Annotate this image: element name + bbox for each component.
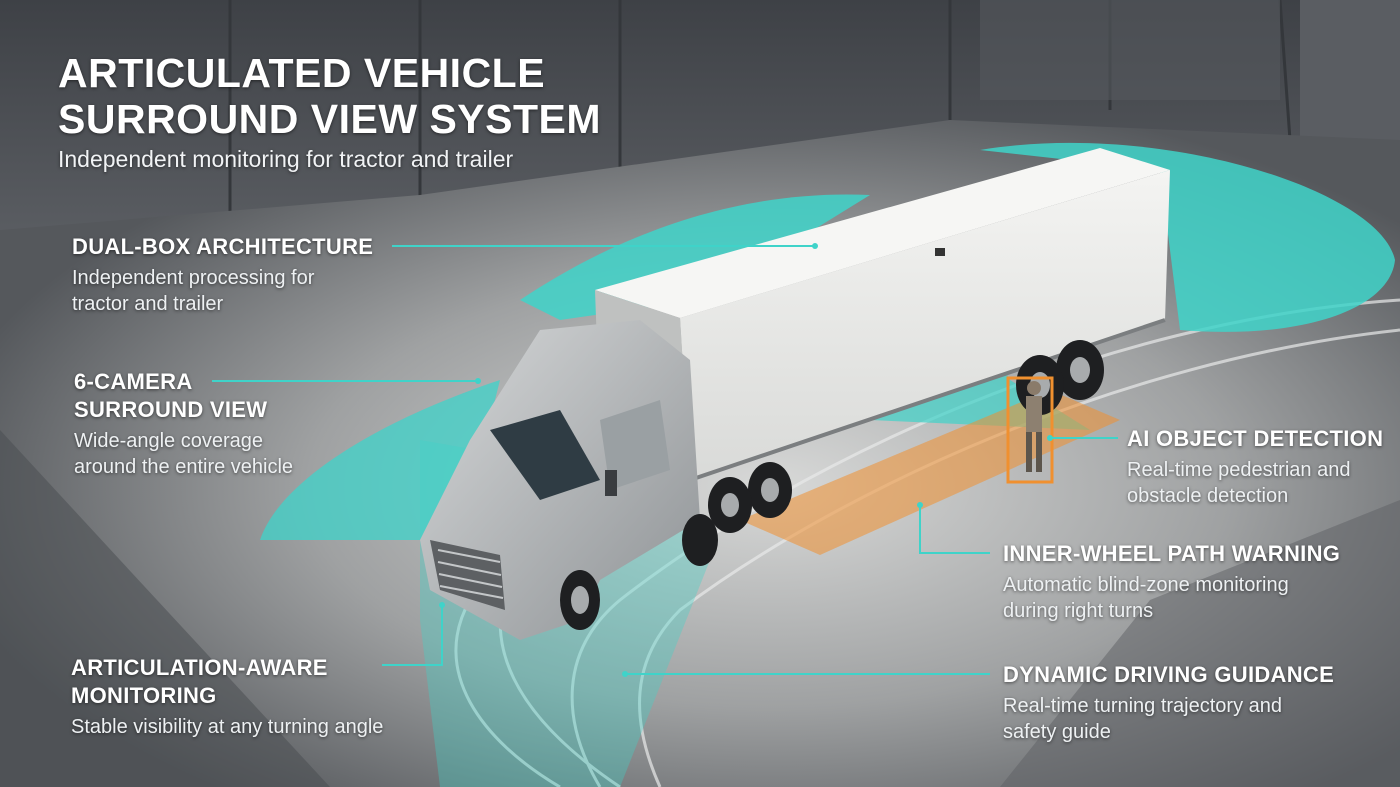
feature-dual-box: DUAL-BOX ARCHITECTURE Independent proces… [72, 233, 373, 317]
feature-title: AI OBJECT DETECTION [1127, 426, 1384, 451]
desc-line: during right turns [1003, 600, 1154, 622]
desc-line: Independent processing for [72, 267, 315, 289]
page-title: ARTICULATED VEHICLE SURROUND VIEW SYSTEM [58, 50, 601, 142]
feature-ai-detection: AI OBJECT DETECTION Real-time pedestrian… [1127, 425, 1383, 509]
page-subtitle: Independent monitoring for tractor and t… [58, 146, 514, 172]
feature-desc: Real-time turning trajectory and safety … [1003, 693, 1334, 745]
feature-title: INNER-WHEEL PATH WARNING [1003, 541, 1341, 566]
floor-shadow-left [0, 430, 330, 787]
coverage-zone-rear [980, 142, 1395, 332]
leader-dots [439, 243, 1053, 677]
feature-desc: Automatic blind-zone monitoring during r… [1003, 572, 1340, 624]
desc-line: tractor and trailer [72, 293, 224, 315]
warning-zone [740, 390, 1120, 555]
desc-line: Real-time pedestrian and [1127, 459, 1351, 481]
grille [430, 540, 505, 610]
title-line-1: ARTICULATED VEHICLE [58, 50, 546, 96]
pedestrian [1006, 376, 1054, 484]
desc-line: around the entire vehicle [74, 456, 294, 478]
feature-six-camera: 6-CAMERA SURROUND VIEW Wide-angle covera… [74, 368, 293, 480]
feature-desc: Stable visibility at any turning angle [71, 716, 384, 738]
feature-title: DUAL-BOX ARCHITECTURE [72, 234, 374, 259]
detection-box [1006, 376, 1054, 484]
roller-door [980, 0, 1280, 100]
title-line: MONITORING [71, 683, 217, 708]
desc-line: Real-time turning trajectory and [1003, 695, 1283, 717]
feature-title: 6-CAMERA SURROUND VIEW [74, 368, 293, 424]
feature-desc: Independent processing for tractor and t… [72, 265, 373, 317]
tractor-cab [420, 320, 718, 640]
leader-lines [212, 245, 1118, 675]
floor-shadow-right [1000, 500, 1400, 787]
desc-line: Wide-angle coverage [74, 430, 263, 452]
desc-line: Automatic blind-zone monitoring [1003, 574, 1289, 596]
desc-line: obstacle detection [1127, 485, 1289, 507]
title-line: SURROUND VIEW [74, 397, 268, 422]
title-line: ARTICULATION-AWARE [71, 655, 328, 680]
feature-title: ARTICULATION-AWARE MONITORING [71, 654, 383, 710]
title-line-2: SURROUND VIEW SYSTEM [58, 96, 602, 142]
feature-desc: Wide-angle coverage around the entire ve… [74, 428, 293, 480]
feature-title: DYNAMIC DRIVING GUIDANCE [1003, 662, 1335, 687]
side-door [1300, 0, 1400, 150]
feature-articulation: ARTICULATION-AWARE MONITORING Stable vis… [71, 654, 383, 740]
feature-desc: Real-time pedestrian and obstacle detect… [1127, 457, 1383, 509]
wall-panels [228, 0, 1292, 230]
desc-line: safety guide [1003, 721, 1111, 743]
feature-inner-wheel: INNER-WHEEL PATH WARNING Automatic blind… [1003, 540, 1340, 624]
feature-dynamic-guidance: DYNAMIC DRIVING GUIDANCE Real-time turni… [1003, 661, 1334, 745]
title-line: 6-CAMERA [74, 369, 193, 394]
